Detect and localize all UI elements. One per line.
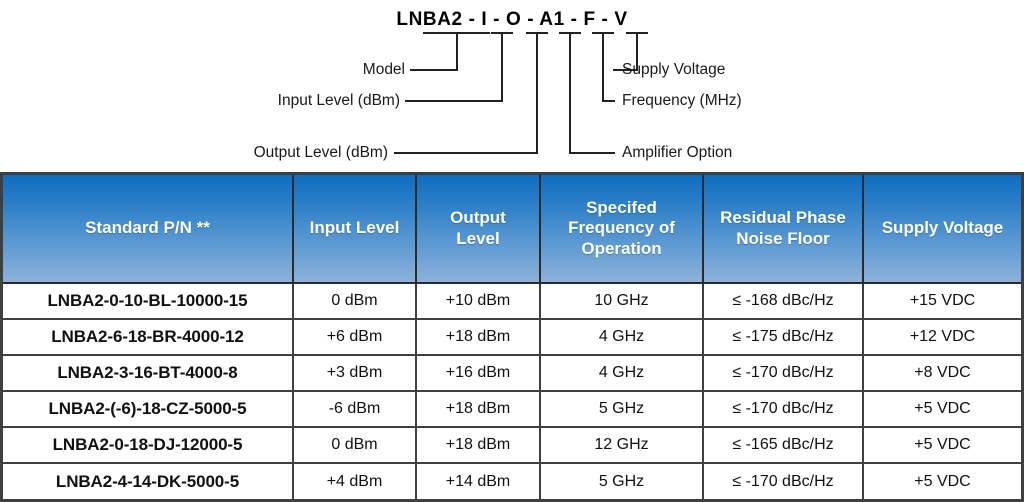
model-leader [409,31,459,72]
input-leader [404,31,504,103]
cell-supply-voltage: +5 VDC [862,426,1021,464]
supply-leader [612,31,639,72]
cell-part-number: LNBA2-(-6)-18-CZ-5000-5 [3,390,294,428]
cell-frequency: 10 GHz [539,282,704,320]
cell-noise-floor: ≤ -175 dBc/Hz [702,318,864,356]
cell-input-level: 0 dBm [292,282,417,320]
cell-supply-voltage: +5 VDC [862,462,1021,499]
cell-output-level: +18 dBm [415,426,541,464]
cell-supply-voltage: +15 VDC [862,282,1021,320]
cell-supply-voltage: +8 VDC [862,354,1021,392]
column-header-standard-pn: Standard P/N ** [3,175,294,284]
callout-label-amplifier-option: Amplifier Option [622,144,733,161]
callout-label-supply-voltage: Supply Voltage [622,61,726,78]
cell-input-level: +6 dBm [292,318,417,356]
cell-part-number: LNBA2-0-10-BL-10000-15 [3,282,294,320]
cell-part-number: LNBA2-6-18-BR-4000-12 [3,318,294,356]
output-leader [393,31,539,155]
cell-noise-floor: ≤ -170 dBc/Hz [702,390,864,428]
frequency-leader [601,31,616,103]
cell-frequency: 4 GHz [539,318,704,356]
cell-frequency: 5 GHz [539,390,704,428]
cell-part-number: LNBA2-4-14-DK-5000-5 [3,462,294,499]
cell-input-level: 0 dBm [292,426,417,464]
cell-supply-voltage: +5 VDC [862,390,1021,428]
cell-frequency: 5 GHz [539,462,704,499]
cell-input-level: -6 dBm [292,390,417,428]
part-number-code: LNBA2 - I - O - A1 - F - V [396,9,628,30]
cell-noise-floor: ≤ -165 dBc/Hz [702,426,864,464]
callout-label-model: Model [362,61,405,78]
callout-label-input-level: Input Level (dBm) [277,92,400,109]
cell-noise-floor: ≤ -170 dBc/Hz [702,462,864,499]
callout-label-frequency: Frequency (MHz) [622,92,742,109]
cell-output-level: +16 dBm [415,354,541,392]
amplifier-leader [568,31,616,155]
cell-input-level: +4 dBm [292,462,417,499]
cell-noise-floor: ≤ -170 dBc/Hz [702,354,864,392]
cell-input-level: +3 dBm [292,354,417,392]
column-header-supply-voltage: Supply Voltage [862,175,1021,284]
cell-frequency: 12 GHz [539,426,704,464]
cell-frequency: 4 GHz [539,354,704,392]
cell-output-level: +18 dBm [415,390,541,428]
part-number-diagram: LNBA2 - I - O - A1 - F - V Model Input L… [0,0,1024,172]
cell-output-level: +18 dBm [415,318,541,356]
cell-noise-floor: ≤ -168 dBc/Hz [702,282,864,320]
cell-part-number: LNBA2-0-18-DJ-12000-5 [3,426,294,464]
callout-leader-lines [393,31,649,155]
cell-supply-voltage: +12 VDC [862,318,1021,356]
cell-part-number: LNBA2-3-16-BT-4000-8 [3,354,294,392]
column-header-input-level: Input Level [292,175,417,284]
callout-label-output-level: Output Level (dBm) [253,144,388,161]
cell-output-level: +14 dBm [415,462,541,499]
cell-output-level: +10 dBm [415,282,541,320]
